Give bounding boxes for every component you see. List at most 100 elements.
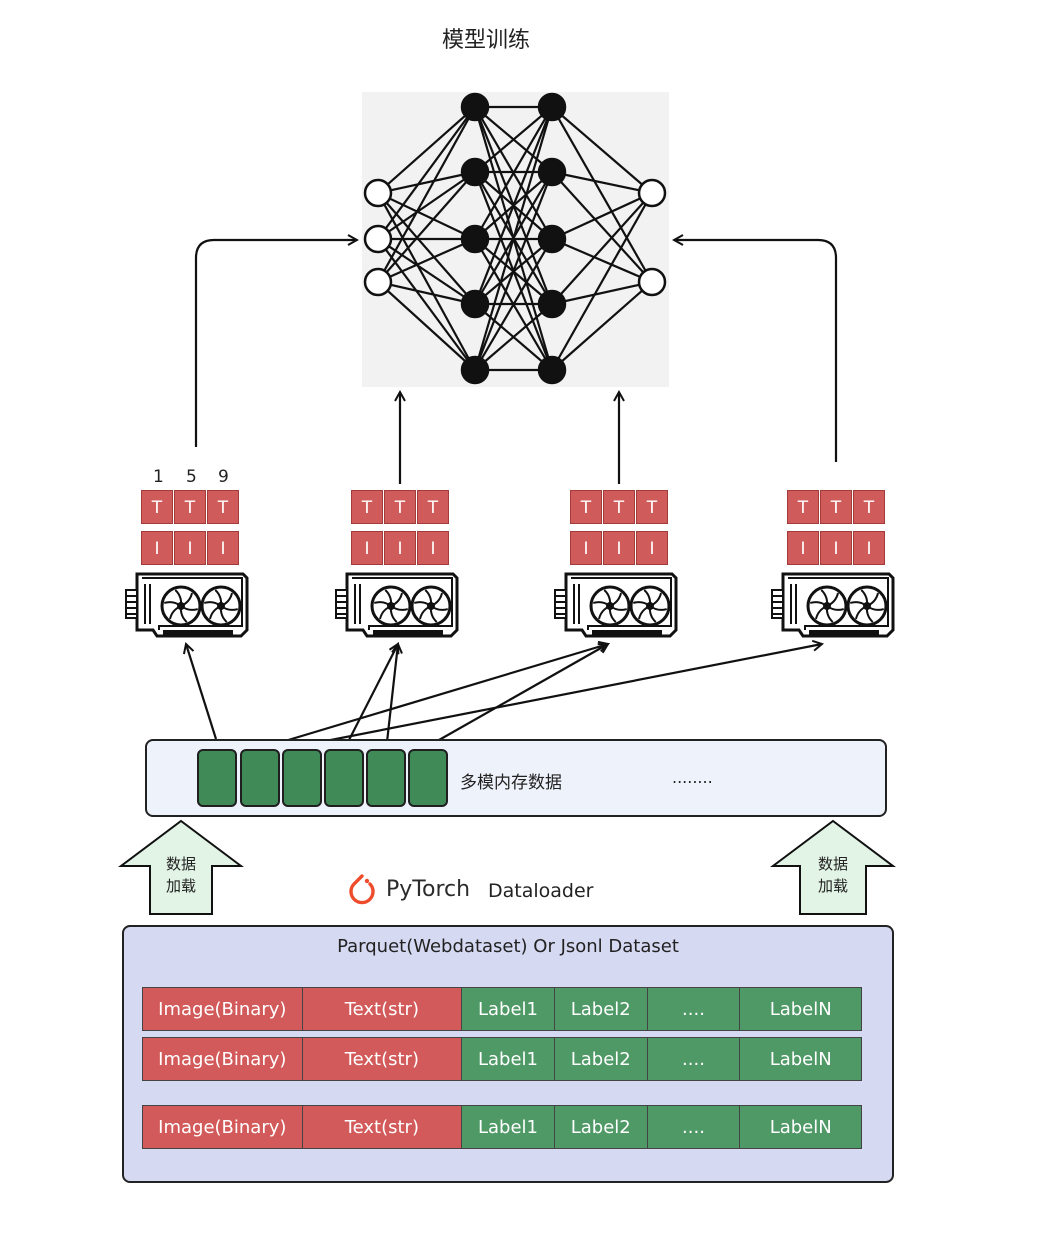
nn-edge (551, 192, 653, 371)
token-cell-text: T (141, 490, 173, 524)
dataset-cell: Text(str) (302, 1106, 463, 1148)
arrow-gpu1-to-model (194, 240, 357, 447)
dataset-cell: LabelN (740, 1038, 862, 1080)
gpu-card-icon (769, 568, 895, 640)
dataset-cell: Label1 (462, 988, 555, 1030)
dataset-cell: Text(str) (302, 988, 463, 1030)
nn-edge (377, 192, 476, 305)
token-cell-text: T (384, 490, 416, 524)
dataset-title: Parquet(Webdataset) Or Jsonl Dataset (337, 936, 679, 957)
nn-edge (551, 171, 653, 283)
nn-node (460, 355, 490, 385)
nn-node (460, 92, 490, 122)
column-number-9: 9 (218, 467, 229, 487)
nn-node (537, 157, 567, 187)
token-cell-text: T (417, 490, 449, 524)
nn-edge (377, 171, 476, 240)
nn-node (460, 157, 490, 187)
token-cell-text: T (174, 490, 206, 524)
column-number-5: 5 (186, 467, 197, 487)
nn-node (537, 224, 567, 254)
nn-edge (377, 106, 476, 283)
nn-edge (377, 192, 476, 240)
nn-edge (377, 106, 476, 194)
pytorch-logo-text: PyTorch (386, 877, 471, 902)
token-cell-image: I (207, 531, 239, 565)
token-cell-image: I (141, 531, 173, 565)
gpu-card-icon (123, 568, 249, 640)
memory-block (282, 749, 322, 807)
data-load-right-line2: 加载 (817, 877, 848, 895)
nn-edge (551, 192, 653, 240)
token-cell-image: I (820, 531, 852, 565)
dataset-cell: LabelN (740, 988, 862, 1030)
memory-block (324, 749, 364, 807)
dataset-cell: Label2 (554, 988, 648, 1030)
nn-node (537, 92, 567, 122)
token-cell-text: T (787, 490, 819, 524)
arrow-gpu4-to-model (674, 240, 838, 462)
nn-edge (551, 280, 653, 306)
data-load-arrow-right (770, 819, 896, 915)
data-load-left-line1: 数据 (165, 855, 196, 873)
gpu-card-icon (333, 568, 459, 640)
nn-edge (474, 238, 553, 371)
nn-node (537, 355, 567, 385)
arrow-mem-to-gpu3-a (264, 644, 608, 749)
token-cell-image: I (417, 531, 449, 565)
token-cell-text: T (603, 490, 635, 524)
nn-edge (377, 280, 476, 306)
nn-edge (377, 106, 476, 240)
nn-edge (551, 192, 653, 305)
nn-node (637, 267, 667, 297)
token-cell-text: T (570, 490, 602, 524)
dataset-cell: Image(Binary) (143, 1106, 303, 1148)
nn-edge (473, 106, 554, 305)
memory-block (197, 749, 237, 807)
dataset-cell: Label1 (462, 1106, 555, 1148)
dataset-cell: .... (647, 1106, 741, 1148)
token-cell-text: T (207, 490, 239, 524)
data-load-left-line2: 加载 (165, 877, 196, 895)
nn-edge (377, 237, 476, 284)
dataset-cell: Image(Binary) (143, 1038, 303, 1080)
nn-edge (474, 106, 553, 240)
nn-node (637, 178, 667, 208)
nn-edge (551, 106, 653, 283)
data-load-label-right: 数据 加载 (803, 853, 863, 897)
nn-edge (377, 192, 476, 371)
dataloader-label: Dataloader (488, 880, 594, 902)
nn-node (537, 289, 567, 319)
nn-edge (551, 170, 653, 195)
pytorch-flame-icon (349, 874, 375, 905)
data-load-arrow-left (118, 819, 244, 915)
nn-edge (551, 237, 653, 284)
dataset-cell: .... (647, 988, 741, 1030)
token-cell-text: T (636, 490, 668, 524)
memory-ellipsis: ........ (672, 768, 713, 787)
dataset-cell: Image(Binary) (143, 988, 303, 1030)
nn-edge (377, 170, 476, 195)
arrow-mem-to-gpu3-b (431, 644, 608, 745)
memory-block (408, 749, 448, 807)
memory-label: 多模内存数据 (460, 773, 562, 793)
neural-network-illustration (362, 92, 669, 387)
token-cell-image: I (603, 531, 635, 565)
nn-node (460, 289, 490, 319)
token-cell-image: I (636, 531, 668, 565)
arrow-mem-to-gpu4 (304, 644, 822, 747)
nn-edge (551, 106, 653, 194)
nn-node (363, 267, 393, 297)
token-cell-image: I (570, 531, 602, 565)
data-load-label-left: 数据 加载 (151, 853, 211, 897)
memory-block (366, 749, 406, 807)
nn-node (460, 224, 490, 254)
nn-edge (474, 106, 553, 173)
dataset-cell: Label2 (554, 1106, 648, 1148)
arrow-mem-to-gpu2-a (347, 644, 398, 743)
nn-edge (473, 106, 554, 371)
